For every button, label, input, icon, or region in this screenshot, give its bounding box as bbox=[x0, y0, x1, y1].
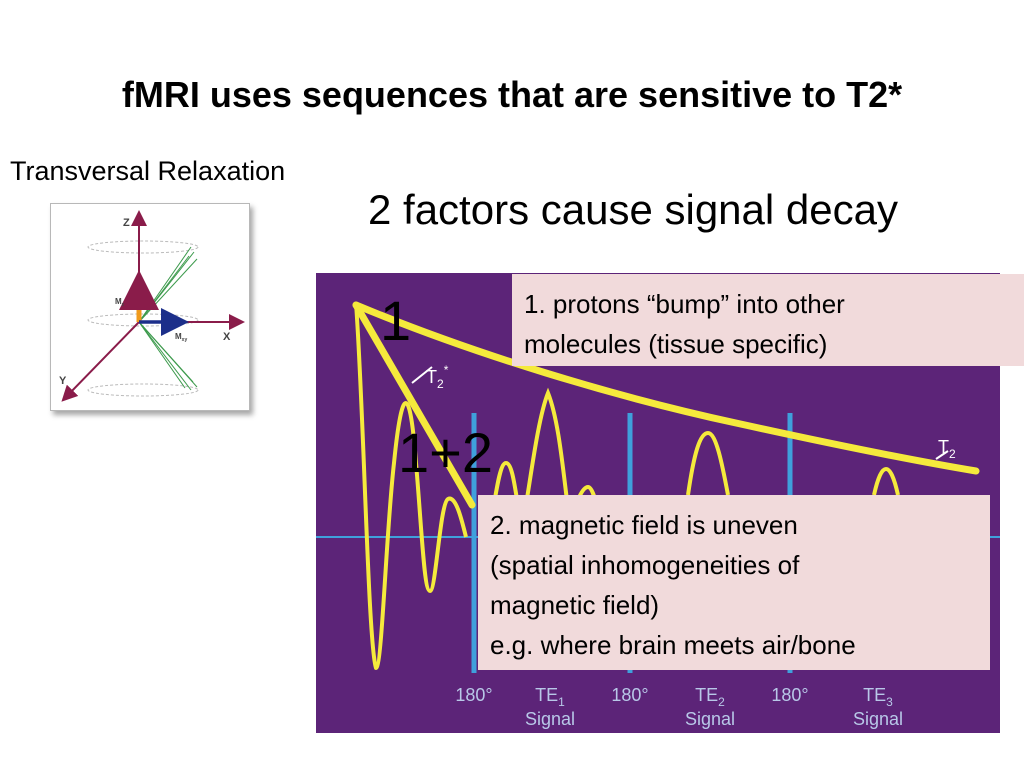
factor-1-label: 1 bbox=[380, 289, 412, 352]
t2star-pointer bbox=[411, 366, 433, 384]
echo-2-curve bbox=[686, 430, 730, 496]
t2star-envelope-line bbox=[352, 301, 476, 509]
t2star-label: T2* bbox=[426, 363, 449, 391]
y-axis-label: Y bbox=[59, 375, 67, 387]
callout-1-line-2: molecules (tissue specific) bbox=[524, 329, 828, 359]
callout-2-line-1: 2. magnetic field is uneven bbox=[490, 510, 798, 540]
signal-decay-heading: 2 factors cause signal decay bbox=[368, 186, 898, 233]
echo-3-curve bbox=[872, 466, 900, 496]
magnetization-axes-diagram: Z X Y Mz Mxy bbox=[50, 203, 250, 411]
mxy-label: Mxy bbox=[175, 332, 187, 343]
axes-svg: Z X Y Mz Mxy bbox=[59, 210, 245, 402]
green-spin-vectors bbox=[138, 246, 198, 391]
factor-1-callout: 1. protons “bump” into other molecules (… bbox=[512, 274, 1024, 366]
transversal-relaxation-label: Transversal Relaxation bbox=[10, 156, 286, 186]
echo-1-curve bbox=[486, 387, 608, 538]
callout-2-line-2: (spatial inhomogeneities of bbox=[490, 550, 800, 580]
axis-tick-labels: 180° TE1 Signal 180° TE2 Signal 180° TE3… bbox=[455, 685, 903, 729]
pulse-label-2: 180° bbox=[611, 685, 648, 705]
z-axis-label: Z bbox=[123, 217, 130, 229]
x-axis-label: X bbox=[223, 331, 231, 343]
mz-label: Mz bbox=[115, 297, 125, 308]
callout-2-line-3: magnetic field) bbox=[490, 590, 660, 620]
precession-ring-bottom bbox=[87, 383, 199, 397]
slide-title: fMRI uses sequences that are sensitive t… bbox=[121, 74, 903, 115]
te-label-3: TE3 bbox=[863, 685, 893, 709]
te-label-2: TE2 bbox=[695, 685, 725, 709]
signal-label-2: Signal bbox=[685, 709, 735, 729]
callout-1-line-1: 1. protons “bump” into other bbox=[524, 289, 845, 319]
t2-envelope-curve bbox=[352, 301, 980, 475]
te-label-1: TE1 bbox=[535, 685, 565, 709]
precession-ring-top bbox=[87, 240, 199, 254]
t2-pointer bbox=[935, 450, 949, 460]
callout-2-line-4: e.g. where brain meets air/bone bbox=[490, 630, 856, 660]
factor-1-plus-2-label: 1+2 bbox=[398, 421, 493, 484]
factor-2-callout: 2. magnetic field is uneven (spatial inh… bbox=[478, 495, 990, 670]
pulse-label-3: 180° bbox=[771, 685, 808, 705]
pulse-label-1: 180° bbox=[455, 685, 492, 705]
signal-label-1: Signal bbox=[525, 709, 575, 729]
fid-signal-curve bbox=[354, 302, 468, 670]
t2-label: T2 bbox=[938, 437, 956, 461]
y-axis bbox=[61, 321, 140, 402]
signal-label-3: Signal bbox=[853, 709, 903, 729]
